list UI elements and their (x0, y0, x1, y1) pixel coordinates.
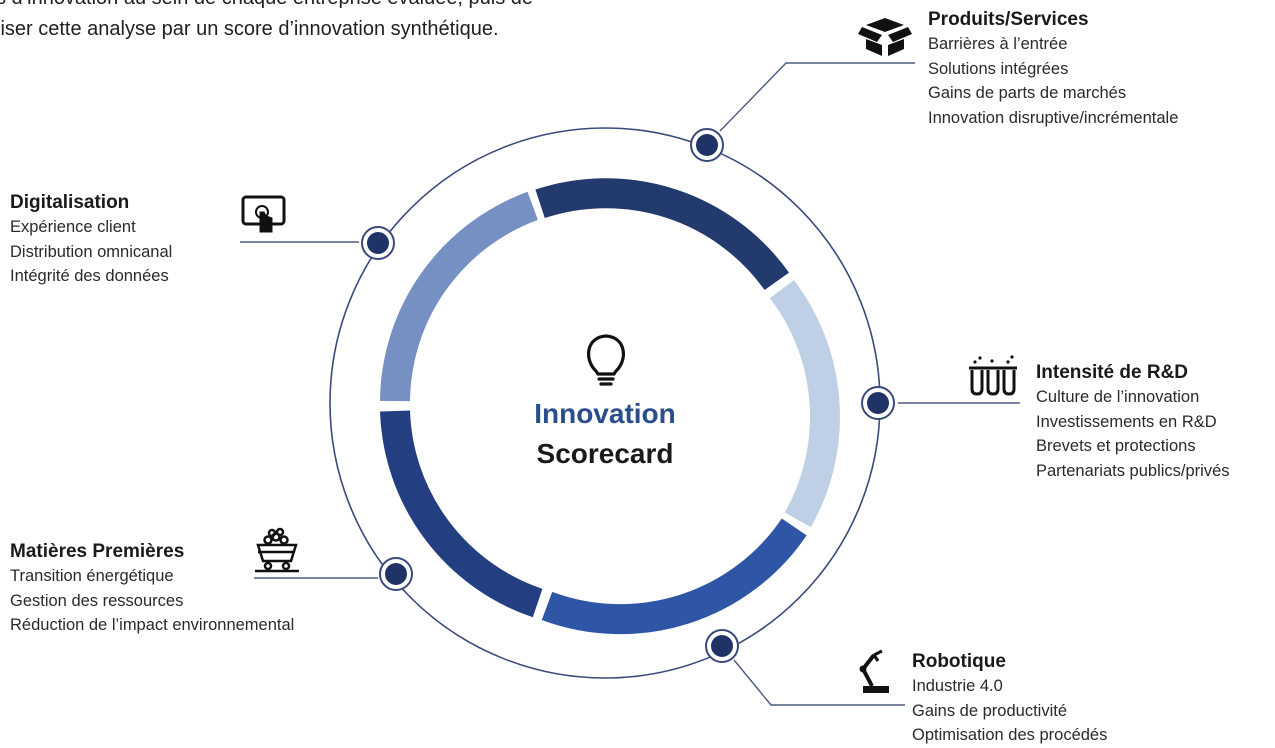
block-item: Intégrité des données (10, 267, 169, 285)
donut-segment-left (380, 191, 539, 402)
box-icon (858, 18, 912, 56)
donut-segment-bottom-right (541, 518, 807, 635)
connectors (240, 62, 1020, 706)
donut-segment-bottom-left (380, 410, 543, 618)
block-item: Industrie 4.0 (912, 677, 1003, 695)
block-item: Solutions intégrées (928, 59, 1069, 78)
connector-produits (719, 62, 915, 132)
test-tubes-icon (969, 355, 1017, 396)
block-matieres-premieres: Matières Premières Transition énergétiqu… (10, 540, 294, 638)
node-produits (690, 128, 724, 162)
block-item: Gestion des ressources (10, 591, 184, 610)
block-item: Partenariats publics/privés (1036, 461, 1230, 480)
block-item: Expérience client (10, 218, 136, 236)
node-robotique (705, 629, 739, 663)
intro-line-2: liser cette analyse par un score d’innov… (0, 18, 499, 40)
block-item: Gains de productivité (912, 701, 1068, 720)
block-item: Culture de l’innovation (1036, 388, 1200, 406)
block-item: Réduction de l’impact environnemental (10, 616, 295, 634)
connector-robotique (733, 659, 905, 706)
block-produits-services: Produits/Services Barrières à l’entrée S… (928, 8, 1178, 130)
nodes (361, 128, 895, 663)
block-item: Innovation disruptive/incrémentale (928, 108, 1179, 127)
block-robotique: Robotique Industrie 4.0 Gains de product… (912, 650, 1107, 748)
donut-segment-top (535, 178, 790, 291)
block-title: Robotique (912, 651, 1006, 672)
mine-cart-icon (255, 527, 299, 573)
block-intensite-rd: Intensité de R&D Culture de l’innovation… (1036, 361, 1230, 483)
robot-arm-icon (859, 649, 889, 693)
intro-line-1: s d’innovation au sein de chaque entrepr… (0, 0, 696, 11)
inner-donut (380, 178, 840, 635)
block-title: Matières Premières (10, 541, 185, 562)
block-item: Optimisation des procédés (912, 726, 1108, 744)
node-digitalisation (361, 226, 395, 260)
node-matieres (379, 557, 413, 591)
donut-segment-right (769, 280, 840, 528)
block-item: Distribution omnicanal (10, 242, 173, 261)
node-rd (861, 386, 895, 420)
center-word-scorecard: Scorecard (536, 438, 674, 469)
block-item: Transition énergétique (10, 567, 174, 585)
block-digitalisation: Digitalisation Expérience client Distrib… (10, 191, 172, 289)
block-title: Produits/Services (928, 9, 1089, 30)
block-item: Investissements en R&D (1036, 412, 1217, 431)
center-word-innovation: Innovation (534, 398, 676, 429)
block-title: Intensité de R&D (1036, 362, 1189, 383)
block-item: Barrières à l’entrée (928, 35, 1068, 53)
block-item: Gains de parts de marchés (928, 84, 1127, 102)
block-item: Brevets et protections (1036, 437, 1196, 455)
block-title: Digitalisation (10, 192, 130, 213)
lightbulb-icon (587, 334, 625, 386)
touchscreen-tablet-icon (241, 195, 286, 233)
